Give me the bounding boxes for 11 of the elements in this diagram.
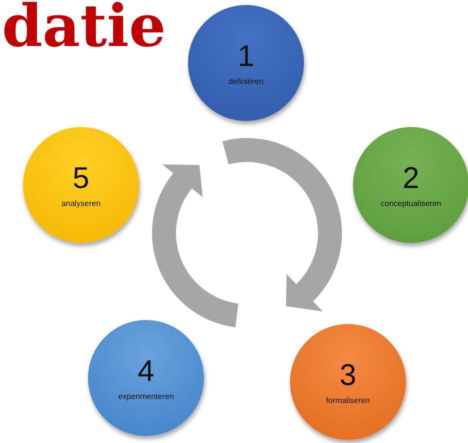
step-number: 5 <box>72 162 90 194</box>
step-label: analyseren <box>61 198 101 208</box>
step-label: formaliseren <box>326 396 370 404</box>
step-label: definiëren <box>228 76 264 86</box>
step-number: 1 <box>238 40 254 72</box>
step-number: 2 <box>402 162 420 194</box>
title: datie <box>2 0 166 60</box>
step-label: experimenteren <box>118 392 174 400</box>
step-number: 3 <box>340 360 356 392</box>
step-label: conceptualiseren <box>380 198 442 208</box>
step-number: 4 <box>138 356 154 388</box>
